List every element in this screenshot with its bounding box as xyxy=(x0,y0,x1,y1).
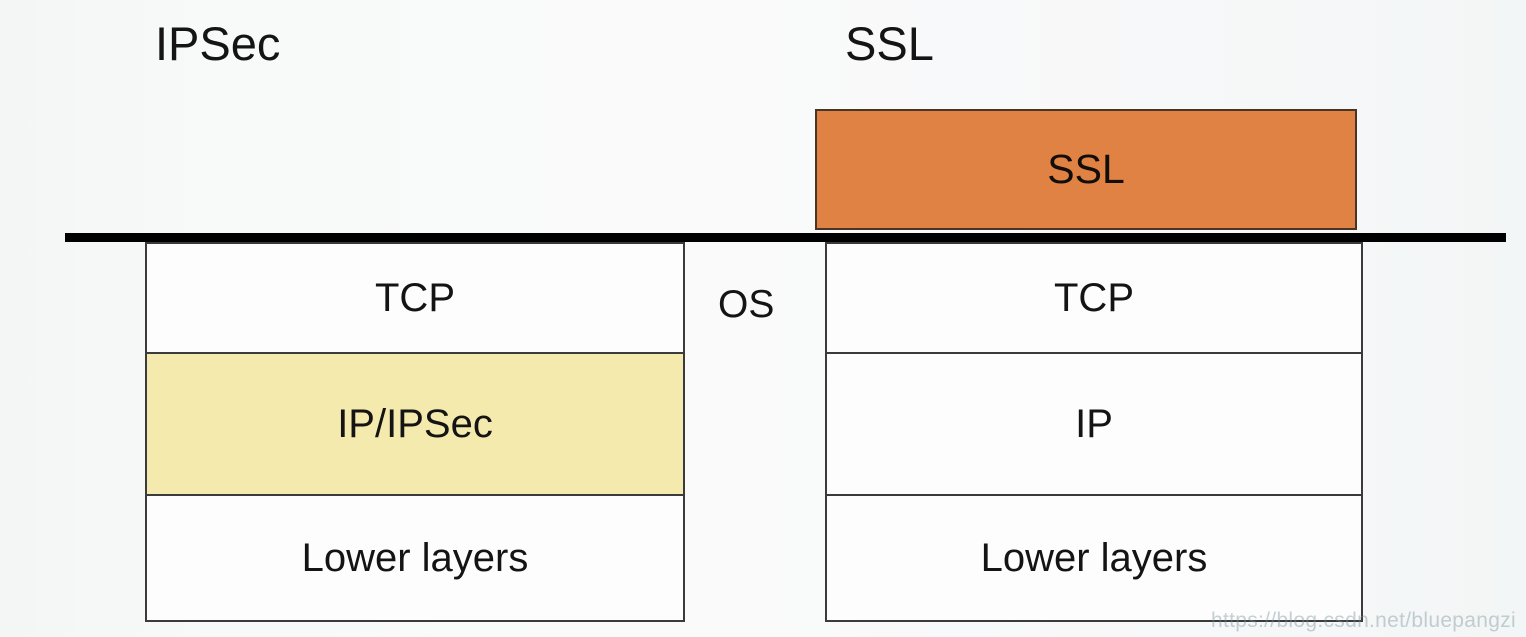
column-title-ssl: SSL xyxy=(845,17,934,70)
ssl-layer-ip: IP xyxy=(825,354,1363,496)
protocol-stack-ipsec: TCP IP/IPSec Lower layers xyxy=(145,242,685,622)
ipsec-layer-tcp: TCP xyxy=(145,242,685,354)
ipsec-layer-lower-layers: Lower layers xyxy=(145,496,685,622)
ssl-layer-tcp: TCP xyxy=(825,242,1363,354)
os-label: OS xyxy=(718,283,775,326)
ssl-layer-tcp-label: TCP xyxy=(1054,275,1134,320)
ipsec-layer-lower-layers-label: Lower layers xyxy=(301,535,529,580)
ipsec-layer-ip-ipsec: IP/IPSec xyxy=(145,354,685,496)
ssl-layer-ip-label: IP xyxy=(1075,401,1113,446)
ipsec-layer-ip-ipsec-label: IP/IPSec xyxy=(337,401,493,446)
ssl-application-layer-box: SSL xyxy=(815,109,1357,230)
ipsec-layer-tcp-label: TCP xyxy=(375,275,455,320)
ssl-layer-lower-layers: Lower layers xyxy=(825,496,1363,622)
protocol-stack-ssl: TCP IP Lower layers xyxy=(825,242,1363,622)
os-boundary-line xyxy=(65,233,1506,242)
ssl-layer-lower-layers-label: Lower layers xyxy=(980,535,1208,580)
column-title-ipsec: IPSec xyxy=(155,17,281,70)
ssl-application-layer-label: SSL xyxy=(1047,146,1125,192)
